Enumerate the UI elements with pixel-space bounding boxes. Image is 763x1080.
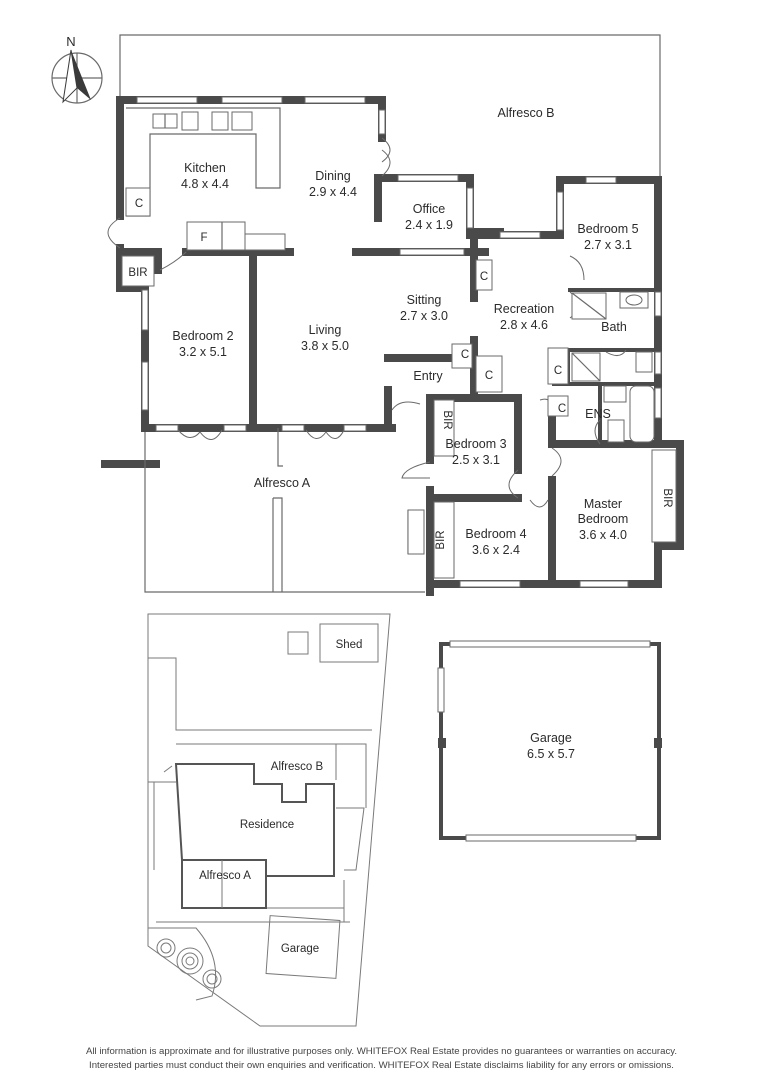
marker-labels: C F BIR C C C C C BIR BIR BIR bbox=[128, 198, 673, 550]
alfresco-b-label: Alfresco B bbox=[498, 106, 555, 120]
garage-label: Garage bbox=[530, 731, 572, 745]
alfresco-a-boundary bbox=[144, 432, 425, 593]
cupboard-marker: C bbox=[485, 370, 493, 382]
bath-label: Bath bbox=[601, 320, 627, 334]
bathtub-icon bbox=[629, 385, 655, 443]
master-label-line1: Master bbox=[584, 497, 622, 511]
dishwasher-icon bbox=[181, 111, 199, 131]
bedroom2-label: Bedroom 2 bbox=[172, 329, 233, 343]
bedroom2-size: 3.2 x 5.1 bbox=[179, 345, 227, 359]
north-arrow-icon bbox=[71, 50, 91, 100]
bir-marker: BIR bbox=[661, 488, 673, 507]
bedroom5-size: 2.7 x 3.1 bbox=[584, 238, 632, 252]
cooktop-icon bbox=[231, 111, 253, 131]
alfresco-a-label: Alfresco A bbox=[254, 476, 311, 490]
cupboard-marker: C bbox=[135, 198, 143, 210]
bathroom-fixtures bbox=[571, 291, 655, 443]
basin-icon bbox=[603, 385, 627, 403]
bedroom4-label: Bedroom 4 bbox=[465, 527, 526, 541]
fridge-marker: F bbox=[200, 232, 207, 244]
bir-marker: BIR bbox=[441, 410, 453, 429]
entry-label: Entry bbox=[413, 369, 443, 383]
ens-label: ENS bbox=[585, 407, 611, 421]
residence-outline bbox=[174, 763, 335, 877]
dining-size: 2.9 x 4.4 bbox=[309, 185, 357, 199]
compass-north-label: N bbox=[66, 34, 75, 49]
disclaimer-line-1: All information is approximate and for i… bbox=[86, 1046, 677, 1057]
living-label: Living bbox=[309, 323, 342, 337]
toilet-icon bbox=[635, 351, 653, 373]
site-alfresco-b-label: Alfresco B bbox=[271, 761, 324, 773]
windows bbox=[136, 96, 662, 588]
office-size: 2.4 x 1.9 bbox=[405, 218, 453, 232]
disclaimer-line-2: Interested parties must conduct their ow… bbox=[89, 1060, 674, 1071]
office-label: Office bbox=[413, 202, 445, 216]
cupboard-marker: C bbox=[480, 271, 488, 283]
alfresco-b-boundary bbox=[119, 34, 661, 196]
sitting-label: Sitting bbox=[407, 293, 442, 307]
recreation-label: Recreation bbox=[494, 302, 554, 316]
recreation-size: 2.8 x 4.6 bbox=[500, 318, 548, 332]
living-size: 3.8 x 5.0 bbox=[301, 339, 349, 353]
room-labels: Kitchen 4.8 x 4.4 Dining 2.9 x 4.4 Offic… bbox=[172, 106, 638, 557]
tree-icon bbox=[156, 938, 176, 958]
site-plan: Shed Alfresco B Residence Alfresco A Gar… bbox=[147, 613, 391, 1027]
floor-plan: N bbox=[51, 34, 684, 1027]
garage: Garage 6.5 x 5.7 bbox=[437, 640, 662, 842]
toilet-icon bbox=[607, 419, 625, 443]
cupboards bbox=[121, 255, 677, 579]
kitchen-size: 4.8 x 4.4 bbox=[181, 177, 229, 191]
site-alfresco-a-label: Alfresco A bbox=[199, 870, 251, 882]
master-label-line2: Bedroom bbox=[578, 512, 629, 526]
bir-marker: BIR bbox=[435, 530, 447, 549]
tree-icon bbox=[202, 969, 222, 989]
doors bbox=[107, 137, 627, 508]
cupboard-marker: C bbox=[558, 403, 566, 415]
bedroom5-label: Bedroom 5 bbox=[577, 222, 638, 236]
appliance-icon bbox=[211, 111, 229, 131]
kitchen-label: Kitchen bbox=[184, 161, 226, 175]
sitting-size: 2.7 x 3.0 bbox=[400, 309, 448, 323]
tree-icon bbox=[176, 947, 204, 975]
bir-marker: BIR bbox=[128, 267, 147, 279]
bedroom4-size: 3.6 x 2.4 bbox=[472, 543, 520, 557]
kitchen-fixtures bbox=[125, 107, 286, 251]
site-shed-label: Shed bbox=[336, 639, 363, 651]
dining-label: Dining bbox=[315, 169, 350, 183]
site-residence-label: Residence bbox=[240, 819, 294, 831]
bedroom3-label: Bedroom 3 bbox=[445, 437, 506, 451]
bedroom3-size: 2.5 x 3.1 bbox=[452, 453, 500, 467]
cupboard-marker: C bbox=[461, 349, 469, 361]
cupboard-marker: C bbox=[554, 365, 562, 377]
master-size: 3.6 x 4.0 bbox=[579, 528, 627, 542]
compass: N bbox=[51, 34, 103, 104]
garage-size: 6.5 x 5.7 bbox=[527, 747, 575, 761]
site-garage-label: Garage bbox=[281, 943, 319, 955]
